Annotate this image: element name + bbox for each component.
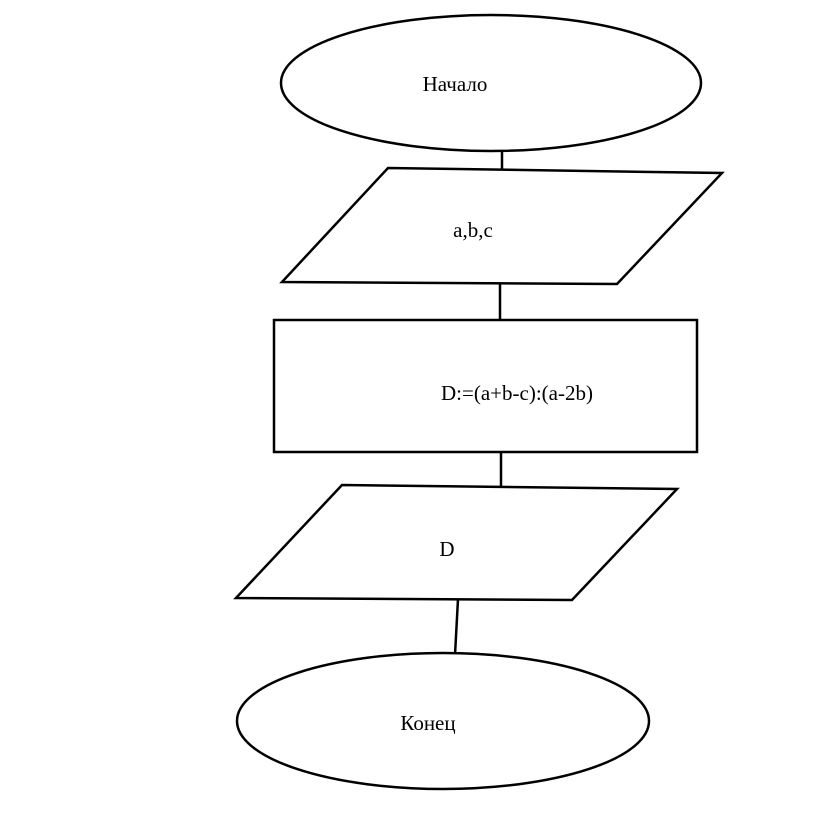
end-terminal [235, 651, 651, 791]
output-label: D [439, 537, 454, 561]
input-label: a,b,c [453, 218, 493, 242]
input-parallelogram [279, 166, 725, 286]
output-parallelogram [233, 483, 680, 602]
process-label: D:=(a+b-c):(a-2b) [441, 381, 593, 405]
start-label: Начало [423, 72, 488, 96]
process-rectangle [272, 318, 699, 454]
end-label: Конец [400, 711, 455, 735]
start-terminal [279, 13, 703, 153]
connector-output-to-end [453, 598, 460, 656]
